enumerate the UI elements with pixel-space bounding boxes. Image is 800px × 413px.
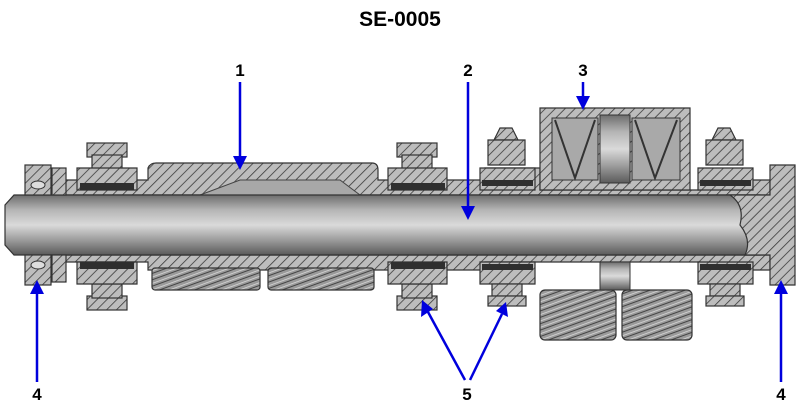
callout-1: 1	[233, 61, 247, 170]
left-end-cap	[24, 164, 67, 286]
diagram-title: SE-0005	[359, 8, 441, 31]
callout-label-2: 2	[463, 61, 472, 80]
callout-label-3: 3	[578, 61, 587, 80]
callout-label-1: 1	[235, 61, 244, 80]
callout-3: 3	[576, 61, 590, 110]
callout-4-right: 4	[774, 280, 788, 404]
bearing-left	[76, 142, 138, 311]
callout-label-5: 5	[462, 385, 471, 404]
gear-3	[539, 107, 693, 341]
callout-label-4-right: 4	[776, 385, 786, 404]
callout-5: 5	[421, 300, 508, 404]
callout-2: 2	[461, 61, 475, 220]
callout-label-4-left: 4	[32, 385, 42, 404]
sleeve-gear	[151, 267, 375, 291]
bearing-right-outer	[697, 127, 754, 307]
callout-4-left: 4	[30, 280, 44, 404]
housing-upper	[51, 162, 771, 196]
main-shaft	[4, 194, 761, 256]
bearing-right-inner	[479, 127, 536, 307]
bearing-center	[387, 142, 448, 311]
